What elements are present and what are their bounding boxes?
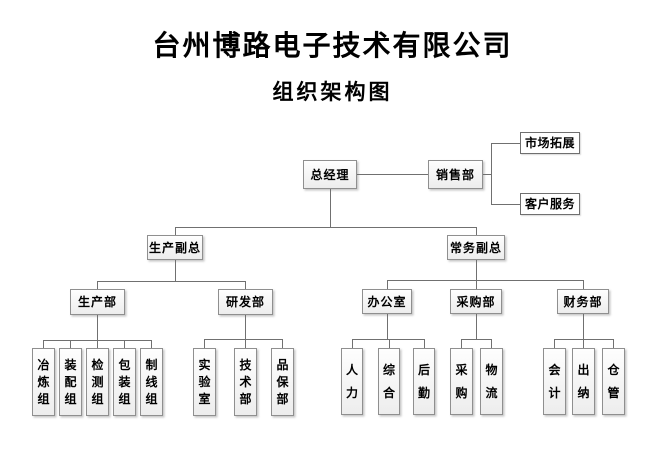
connector <box>476 260 477 280</box>
connector <box>389 339 390 348</box>
connector <box>387 280 388 289</box>
node-market-expansion: 市场拓展 <box>520 132 580 154</box>
connector <box>583 280 584 289</box>
node-finance-dept: 财务部 <box>557 289 609 314</box>
connector <box>282 339 283 348</box>
connector <box>483 174 492 175</box>
node-customer-service: 客户服务 <box>520 193 580 215</box>
connector <box>97 281 98 289</box>
connector <box>352 339 353 348</box>
node-procurement: 采购 <box>450 348 473 415</box>
node-wire-making-group: 制线组 <box>140 348 163 416</box>
connector <box>554 339 555 348</box>
connector <box>175 227 176 235</box>
node-accounting: 会计 <box>543 348 566 415</box>
connector <box>330 189 331 227</box>
connector <box>124 340 125 348</box>
node-logistics: 物流 <box>480 348 503 415</box>
connector <box>97 315 98 340</box>
connector <box>583 314 584 339</box>
connector <box>357 174 428 175</box>
connector <box>491 204 520 205</box>
connector <box>43 340 44 348</box>
node-rnd-dept: 研发部 <box>218 289 273 315</box>
connector <box>387 314 388 339</box>
node-warehouse: 仓管 <box>602 348 625 415</box>
connector <box>204 339 205 348</box>
connector <box>245 339 246 348</box>
node-assembly-group: 装配组 <box>59 348 82 416</box>
node-production-vp: 生产副总 <box>147 235 203 260</box>
node-office: 办公室 <box>362 289 412 314</box>
node-production-dept: 生产部 <box>70 289 125 315</box>
connector <box>461 339 492 340</box>
node-technical-dept: 技术部 <box>234 348 257 416</box>
node-sales-dept: 销售部 <box>428 160 483 189</box>
connector <box>583 339 584 348</box>
node-logistics-support: 后勤 <box>413 348 435 415</box>
node-laboratory: 实验室 <box>193 348 216 416</box>
connector <box>387 280 584 281</box>
node-quality-assurance-dept: 品保部 <box>271 348 294 416</box>
connector <box>476 280 477 289</box>
connector <box>97 340 98 348</box>
node-packaging-group: 包装组 <box>113 348 136 416</box>
node-human-resources: 人力 <box>341 348 363 415</box>
node-cashier: 出纳 <box>572 348 595 415</box>
connector <box>613 339 614 348</box>
node-purchasing-dept: 采购部 <box>450 289 502 314</box>
connector <box>245 281 246 289</box>
connector <box>70 340 71 348</box>
node-inspection-group: 检测组 <box>86 348 109 416</box>
connector <box>151 340 152 348</box>
connector <box>245 315 246 339</box>
connector <box>97 281 246 282</box>
chart-subtitle: 组织架构图 <box>272 80 393 104</box>
connector <box>352 339 425 340</box>
connector <box>204 339 283 340</box>
node-executive-vp: 常务副总 <box>447 235 505 260</box>
node-general-affairs: 综合 <box>378 348 400 415</box>
connector <box>175 227 476 228</box>
connector <box>461 339 462 348</box>
connector <box>491 143 520 144</box>
connector <box>175 260 176 281</box>
connector <box>491 143 492 204</box>
connector <box>476 314 477 339</box>
company-title: 台州博路电子技术有限公司 <box>152 31 513 62</box>
connector <box>491 339 492 348</box>
node-general-manager: 总经理 <box>303 160 357 189</box>
connector <box>554 339 614 340</box>
connector <box>476 227 477 235</box>
node-smelting-group: 冶炼组 <box>32 348 55 416</box>
connector <box>424 339 425 348</box>
